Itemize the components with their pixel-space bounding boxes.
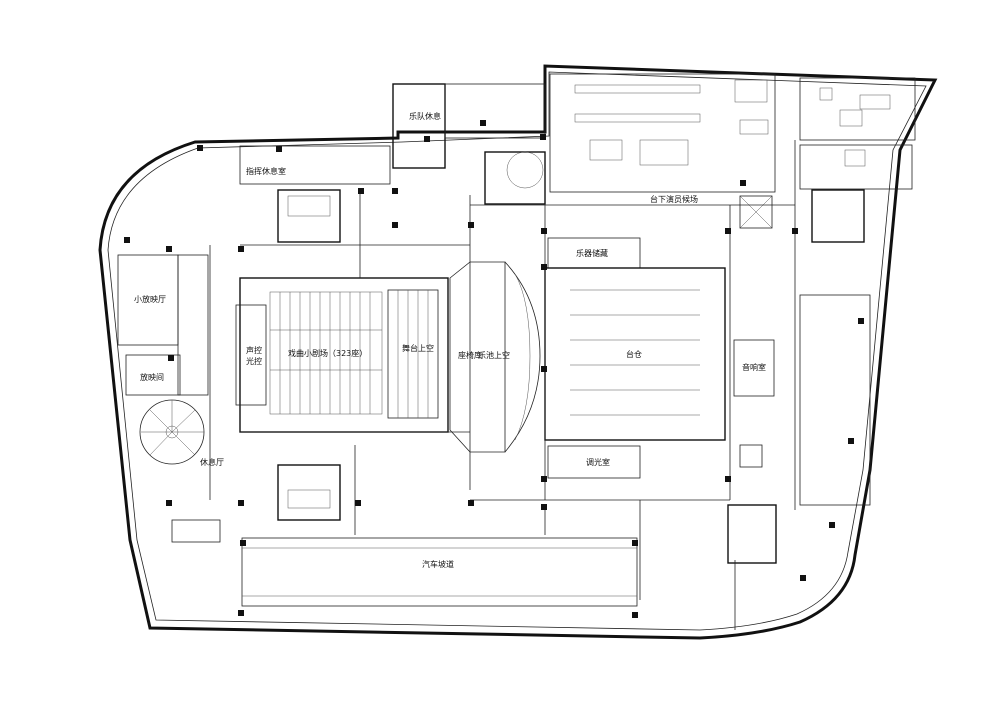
elevator-south (739, 444, 763, 468)
pit-above-label: 乐池上空 (478, 350, 510, 360)
outer-wall (98, 64, 938, 640)
inner-wall (107, 71, 927, 631)
stair-core-north (484, 151, 546, 205)
backstage-waiting-room (549, 73, 776, 193)
west-elevators (171, 519, 221, 543)
backstage-waiting-label: 台下演员候场 (650, 194, 698, 204)
conductor-rest-room (239, 145, 391, 185)
orchestra-pit-inner (514, 273, 531, 441)
sound-control-label: 声控 (246, 345, 262, 355)
car-ramp (241, 537, 638, 607)
projection-room (125, 354, 181, 396)
band-rest-annex (444, 83, 546, 139)
stair-core-nw-inner (287, 195, 331, 217)
stair-core-sw-inner (287, 489, 331, 509)
columns (124, 120, 864, 618)
control-booth (235, 304, 267, 406)
east-stair-south (727, 504, 777, 564)
dimmer-room-label: 调光室 (586, 457, 610, 467)
stair-core-sw (277, 464, 341, 521)
theater-seating (269, 291, 383, 415)
conductor-rest-label: 指挥休息室 (246, 166, 286, 176)
elevator-north-x2 (739, 195, 773, 229)
light-control-label: 光控 (246, 356, 262, 366)
band-rest-label: 乐队休息 (409, 111, 441, 121)
east-room-top (799, 77, 916, 141)
interior-walls (209, 140, 796, 630)
elevator-north (739, 195, 773, 229)
west-corridor (177, 254, 209, 396)
east-furniture (819, 87, 891, 167)
projection-label: 放映间 (140, 372, 164, 382)
orchestra-pit-area (504, 261, 541, 453)
stair-core-ne (811, 189, 865, 243)
stair-core-north-curve (506, 151, 544, 189)
instrument-storage-label: 乐器储藏 (576, 248, 608, 258)
warehouse-grid (570, 289, 700, 416)
small-screening-label: 小放映厅 (134, 294, 166, 304)
band-rest-room (392, 83, 446, 169)
east-room-mid (799, 144, 913, 190)
waiting-furniture (574, 79, 769, 166)
stair-core-nw (277, 189, 341, 243)
stage-battens (397, 290, 429, 418)
stage-above-label: 舞台上空 (402, 343, 434, 353)
warehouse-label: 台仓 (626, 349, 642, 359)
lounge-label: 休息厅 (200, 457, 224, 467)
stage-above-area (387, 289, 439, 419)
east-big-hall (799, 294, 871, 506)
spiral-steps (141, 400, 204, 456)
car-ramp-label: 汽车坡道 (422, 559, 454, 569)
sound-room-label: 音响室 (742, 362, 766, 372)
dimmer-room (547, 445, 641, 479)
sound-room (733, 339, 775, 397)
theater-label: 戏曲小剧场（323座） (288, 348, 367, 358)
